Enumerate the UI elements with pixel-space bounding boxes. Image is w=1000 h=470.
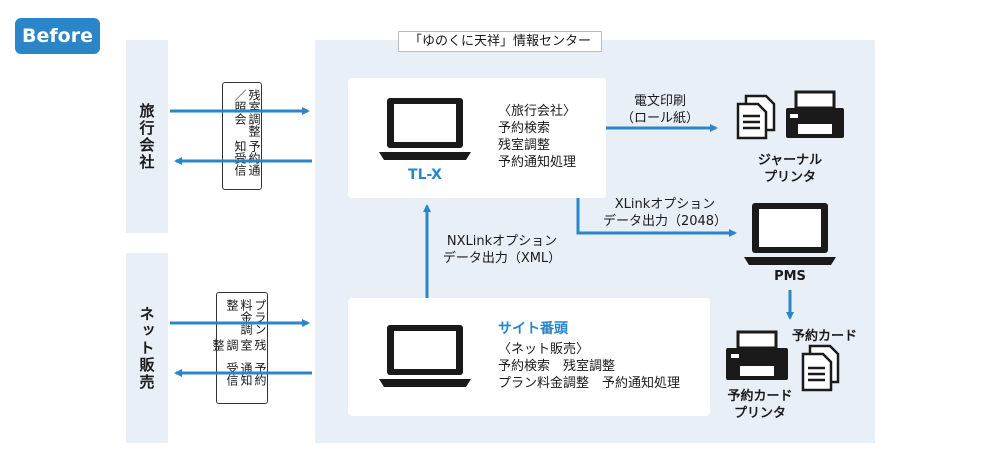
travel-agency-label: 旅行会社 xyxy=(137,102,156,171)
net-flow-line: 残室調整 xyxy=(211,339,267,352)
journal-line: ジャーナル xyxy=(757,153,823,168)
tlx-line: 予約通知処理 xyxy=(498,155,577,170)
tlx-name: TL-X xyxy=(408,167,442,183)
tlx-to-pms-arrow xyxy=(576,198,737,237)
site-laptop-icon xyxy=(379,325,471,387)
tlx-laptop-icon xyxy=(379,98,471,160)
info-center-title: 「ゆのくに天祥」情報センター xyxy=(0,30,1000,52)
site-line: 予約検索 残室調整 xyxy=(498,359,616,374)
xlink-label: XLinkオプション データ出力（2048） xyxy=(600,196,730,230)
card-printer-line: 予約カード xyxy=(727,389,793,404)
xlink-line: データ出力（2048） xyxy=(602,214,728,229)
site-banto-text: 〈ネット販売〉 予約検索 残室調整 プラン料金調整 予約通知処理 xyxy=(498,341,680,392)
denbun-line: （ロール紙） xyxy=(620,111,699,126)
net-sales-label: ネット販売 xyxy=(137,305,156,391)
tlx-line: 残室調整 xyxy=(498,138,551,153)
reservation-card-icon xyxy=(801,344,840,392)
travel-agency-column: 旅行会社 xyxy=(126,40,168,233)
net-sales-column: ネット販売 xyxy=(126,253,168,443)
card-printer-icon xyxy=(726,330,788,380)
card-printer-line: プリンタ xyxy=(733,406,786,421)
nxlink-line: データ出力（XML） xyxy=(442,251,562,266)
tlx-line: 〈旅行会社〉 xyxy=(498,104,577,119)
site-line: 〈ネット販売〉 xyxy=(498,342,590,357)
tlx-text: 〈旅行会社〉 予約検索 残室調整 予約通知処理 xyxy=(498,103,576,171)
site-banto-name: サイト番頭 xyxy=(498,321,568,337)
card-printer-label: 予約カード プリンタ xyxy=(710,388,810,422)
tlx-line: 予約検索 xyxy=(498,121,551,136)
before-badge: Before xyxy=(15,18,100,54)
journal-printer-icon xyxy=(786,90,844,138)
travel-flow-line: 予約通知受信 xyxy=(233,139,261,176)
nxlink-label: NXLinkオプション データ出力（XML） xyxy=(432,233,572,267)
denbun-label: 電文印刷 （ロール紙） xyxy=(620,93,700,127)
pms-label: PMS xyxy=(774,269,806,284)
journal-document-icon xyxy=(736,94,776,140)
pms-laptop-icon xyxy=(744,203,836,265)
nxlink-line: NXLinkオプション xyxy=(446,234,558,249)
net-flow-line: プラン料金調整 xyxy=(225,299,267,335)
site-line: プラン料金調整 予約通知処理 xyxy=(498,376,681,391)
travel-flow-line: 残室調整／照会 xyxy=(233,89,261,137)
travel-flow-box: 残室調整／照会 予約通知受信 xyxy=(222,82,262,190)
journal-line: プリンタ xyxy=(763,170,816,185)
journal-printer-label: ジャーナル プリンタ xyxy=(740,152,840,186)
xlink-line: XLinkオプション xyxy=(614,197,716,212)
denbun-line: 電文印刷 xyxy=(633,94,686,109)
reservation-card-label: 予約カード xyxy=(792,329,858,344)
